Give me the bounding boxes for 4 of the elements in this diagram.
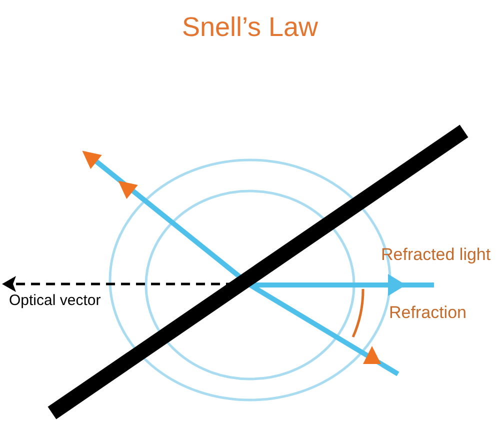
title: Snell’s Law <box>180 14 320 41</box>
refracted-light-label: Refracted light <box>381 246 491 263</box>
refraction-label: Refraction <box>389 304 466 321</box>
optical-vector-label: Optical vector <box>9 293 101 308</box>
